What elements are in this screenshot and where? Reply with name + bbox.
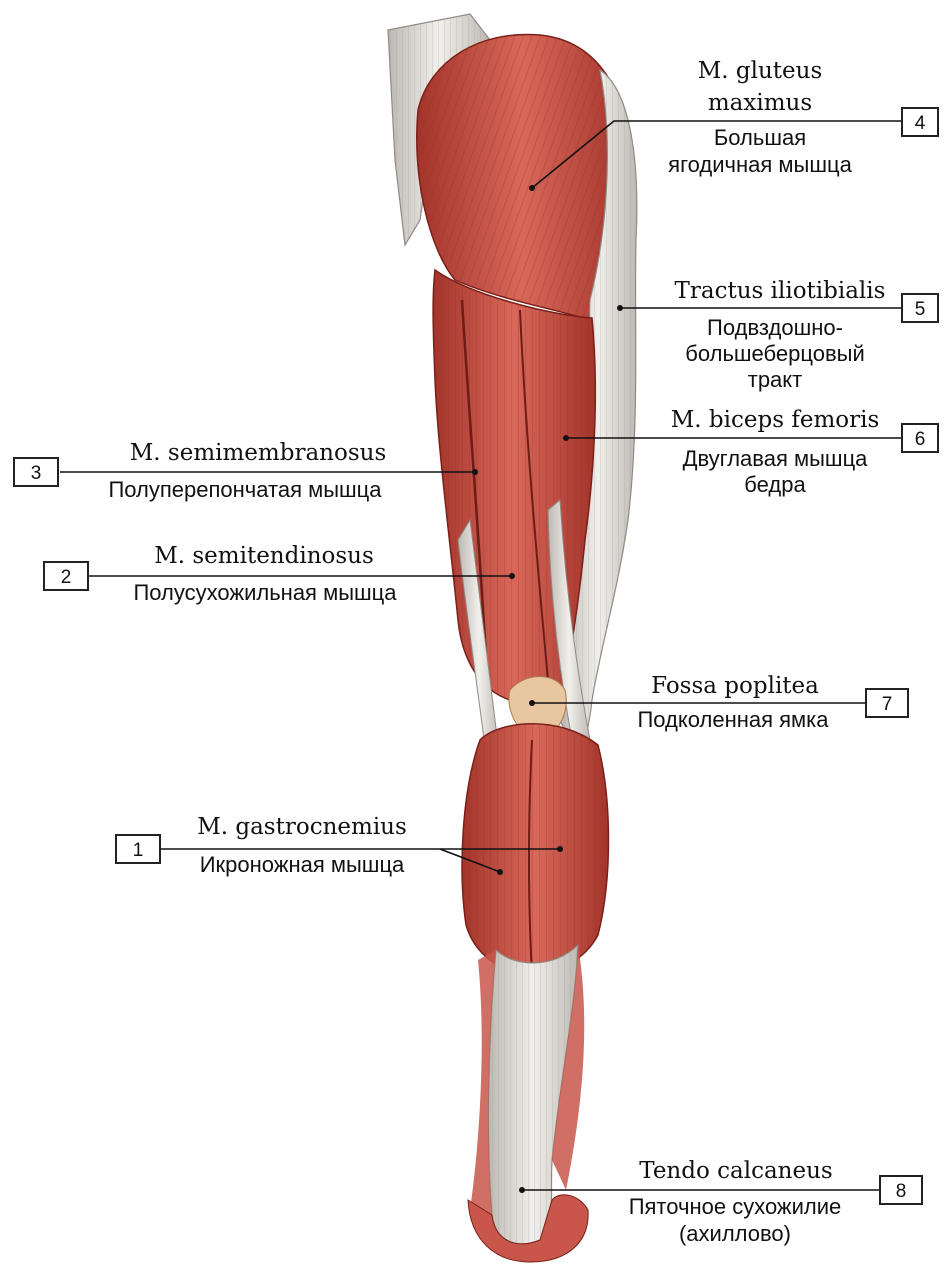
gastrocnemius-pointer-dot-1 (557, 846, 563, 852)
tendo-latin: Tendo calcaneus (639, 1158, 832, 1184)
tractus-pointer-dot (617, 305, 623, 311)
biceps-number: 6 (915, 429, 926, 450)
gastrocnemius-number: 1 (133, 840, 144, 861)
semimembranosus-pointer-dot (472, 469, 478, 475)
label-tractus-iliotibialis: Tractus iliotibialis 5 Подвздошно- больш… (617, 278, 938, 392)
biceps-russian-2: бедра (744, 472, 806, 497)
tendo-number: 8 (896, 1181, 907, 1202)
semimembranosus-russian: Полуперепончатая мышца (108, 477, 382, 502)
tendo-pointer-dot (519, 1187, 525, 1193)
biceps-russian-1: Двуглавая мышца (683, 446, 869, 471)
gluteus-latin-2: maximus (708, 90, 812, 116)
semimembranosus-latin: M. semimembranosus (130, 440, 387, 466)
fossa-latin: Fossa poplitea (651, 673, 819, 699)
tractus-russian-3: тракт (748, 367, 803, 392)
semitendinosus-latin: M. semitendinosus (154, 543, 374, 569)
tractus-number: 5 (915, 299, 926, 320)
biceps-pointer-dot (563, 435, 569, 441)
label-semimembranosus: M. semimembranosus 3 Полуперепончатая мы… (14, 440, 478, 502)
semitendinosus-russian: Полусухожильная мышца (133, 580, 397, 605)
gastrocnemius-russian: Икроножная мышца (200, 852, 405, 877)
gluteus-russian-2: ягодичная мышца (668, 152, 852, 177)
gluteus-latin-1: M. gluteus (698, 58, 823, 84)
semitendinosus-number: 2 (61, 567, 72, 588)
gluteus-pointer-dot (529, 185, 535, 191)
tendo-russian-1: Пяточное сухожилие (629, 1194, 842, 1219)
biceps-latin: M. biceps femoris (671, 407, 880, 433)
tendo-russian-2: (ахиллово) (679, 1221, 791, 1246)
fossa-pointer-dot (529, 700, 535, 706)
leg-illustration (388, 14, 637, 1262)
tractus-russian-1: Подвздошно- (707, 315, 843, 340)
tractus-latin: Tractus iliotibialis (675, 278, 886, 304)
tractus-russian-2: большеберцовый (685, 341, 865, 366)
gastrocnemius-latin: M. gastrocnemius (197, 814, 407, 840)
label-semitendinosus: M. semitendinosus 2 Полусухожильная мышц… (44, 543, 515, 605)
fossa-russian: Подколенная ямка (637, 707, 829, 732)
semimembranosus-number: 3 (31, 463, 42, 484)
gluteus-number: 4 (915, 113, 926, 134)
gastrocnemius-pointer-dot-2 (497, 869, 503, 875)
fossa-number: 7 (882, 694, 893, 715)
gluteus-russian-1: Большая (714, 125, 806, 150)
semitendinosus-pointer-dot (509, 573, 515, 579)
